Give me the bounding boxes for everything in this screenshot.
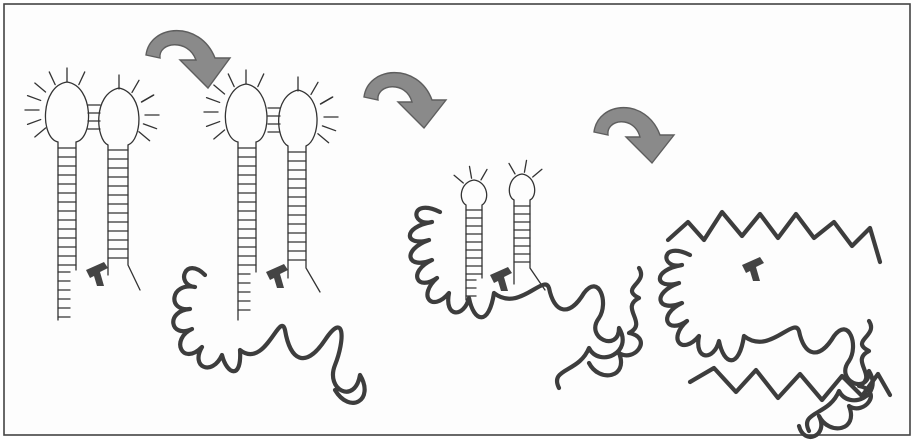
diagram-frame [4,4,910,435]
